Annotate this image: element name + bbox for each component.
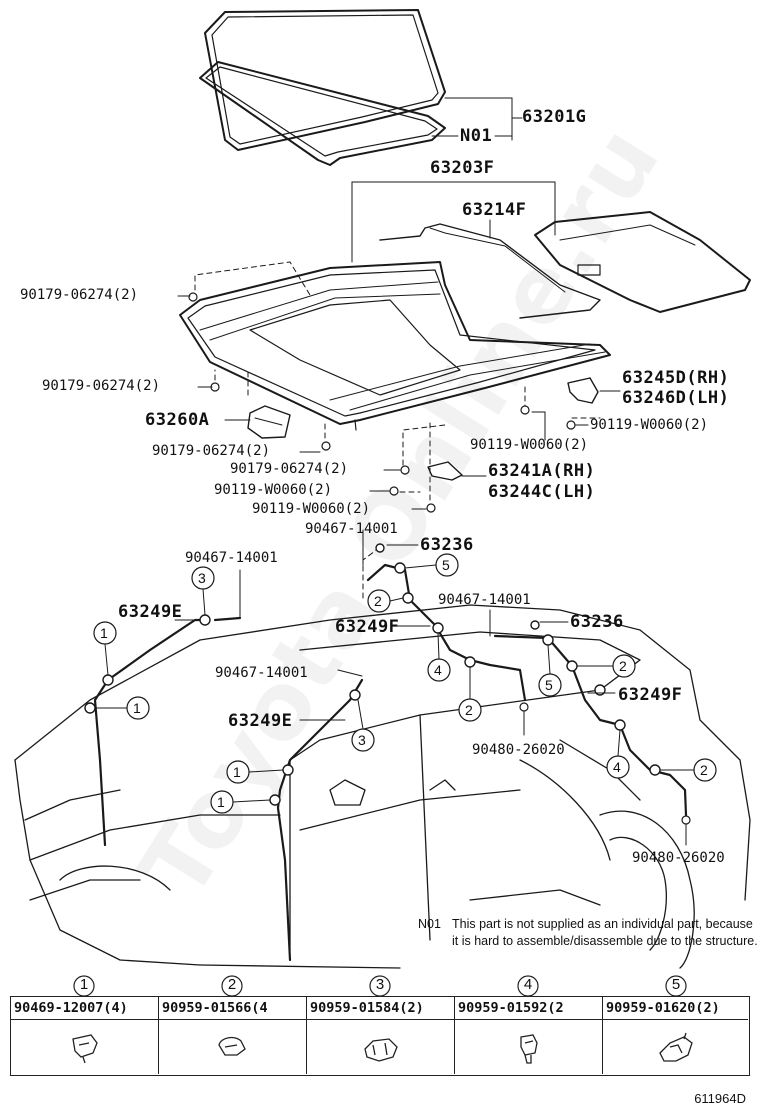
label-90179-06274-a: 90179-06274(2) <box>20 287 139 303</box>
clip-1-icon <box>71 1034 98 1064</box>
label-90480-26020-b: 90480-26020 <box>632 850 725 866</box>
callout-1-a: 1 <box>100 625 108 641</box>
label-63249E-a: 63249E <box>118 602 183 622</box>
label-90467-14001-c: 90467-14001 <box>438 592 531 608</box>
callout-circles <box>93 553 717 814</box>
clip-part-number: 90959-01584(2) <box>310 1000 424 1016</box>
clip-col-4-number: 4 <box>516 974 540 998</box>
label-90467-14001-a: 90467-14001 <box>305 521 398 537</box>
clip-cell-1: 90469-12007(4) <box>11 997 159 1074</box>
callout-3-b: 3 <box>358 732 366 748</box>
label-90467-14001-d: 90467-14001 <box>215 665 308 681</box>
clip-col-3-number: 3 <box>368 974 392 998</box>
label-90119-W0060-a: 90119-W0060(2) <box>214 482 333 498</box>
label-63245D: 63245D(RH) <box>622 368 730 388</box>
label-N01: N01 <box>460 126 493 146</box>
clip-col-1-number: 1 <box>72 974 96 998</box>
clip-cell-4: 90959-01592(2 <box>455 997 603 1074</box>
dashed-guides <box>194 261 601 599</box>
label-90480-26020-a: 90480-26020 <box>472 742 565 758</box>
clip-4-icon <box>519 1034 538 1064</box>
label-90119-W0060-c: 90119-W0060(2) <box>590 417 709 433</box>
callout-2-d: 2 <box>700 762 708 778</box>
label-63201G: 63201G <box>522 107 587 127</box>
label-90467-14001-b: 90467-14001 <box>185 550 278 566</box>
clip-part-number: 90959-01620(2) <box>606 1000 720 1016</box>
label-63249F-a: 63249F <box>335 617 400 637</box>
callout-5-a: 5 <box>442 557 450 573</box>
vehicle-outline <box>14 604 751 969</box>
label-63203F: 63203F <box>430 158 495 178</box>
callout-2-a: 2 <box>374 593 382 609</box>
label-63249F-b: 63249F <box>618 685 683 705</box>
fasteners <box>188 292 691 825</box>
callout-2-b: 2 <box>465 702 473 718</box>
label-63260A: 63260A <box>145 410 210 430</box>
callout-leaders <box>94 529 695 846</box>
label-90119-W0060-d: 90119-W0060(2) <box>470 437 589 453</box>
callout-4-a: 4 <box>434 662 442 678</box>
leaders-top <box>351 97 556 263</box>
callout-5-b: 5 <box>545 677 553 693</box>
clip-col-2-number: 2 <box>220 974 244 998</box>
sunroof-housing <box>179 211 751 431</box>
clip-2-icon <box>217 1036 246 1056</box>
label-63244C: 63244C(LH) <box>488 482 596 502</box>
callout-3-a: 3 <box>198 570 206 586</box>
clip-table-grid: 90469-12007(4) 90959-01566(4 90959-01584… <box>10 996 750 1076</box>
callout-1-c: 1 <box>233 764 241 780</box>
callout-4-b: 4 <box>613 759 621 775</box>
callout-1-d: 1 <box>217 794 225 810</box>
note-id: N01 <box>418 917 441 931</box>
label-90179-06274-d: 90179-06274(2) <box>230 461 349 477</box>
label-63249E-b: 63249E <box>228 711 293 731</box>
clip-5-icon <box>658 1032 693 1062</box>
label-63246D: 63246D(LH) <box>622 388 730 408</box>
hose-clips <box>84 543 661 806</box>
clip-cell-3: 90959-01584(2) <box>307 997 455 1074</box>
leaders-mid <box>177 295 621 510</box>
diagram-code: 611964D <box>694 1091 746 1106</box>
brackets <box>427 377 599 481</box>
clip-part-number: 90959-01566(4 <box>162 1000 268 1016</box>
callout-1-b: 1 <box>133 700 141 716</box>
label-90179-06274-b: 90179-06274(2) <box>42 378 161 394</box>
clip-3-icon <box>363 1038 398 1062</box>
note-text: This part is not supplied as an individu… <box>452 917 758 948</box>
sunroof-glass-assembly <box>199 9 446 166</box>
sunroof-motor <box>247 405 291 439</box>
clip-cell-2: 90959-01566(4 <box>159 997 307 1074</box>
label-90119-W0060-b: 90119-W0060(2) <box>252 501 371 517</box>
label-63214F: 63214F <box>462 200 527 220</box>
label-63241A: 63241A(RH) <box>488 461 596 481</box>
clip-cell-5: 90959-01620(2) <box>603 997 748 1074</box>
label-63236-b: 63236 <box>570 612 624 632</box>
callout-2-c: 2 <box>619 658 627 674</box>
clip-part-number: 90469-12007(4) <box>14 1000 128 1016</box>
label-63236-a: 63236 <box>420 535 474 555</box>
clip-part-number: 90959-01592(2 <box>458 1000 564 1016</box>
clip-col-5-number: 5 <box>664 974 688 998</box>
label-90179-06274-c: 90179-06274(2) <box>152 443 271 459</box>
